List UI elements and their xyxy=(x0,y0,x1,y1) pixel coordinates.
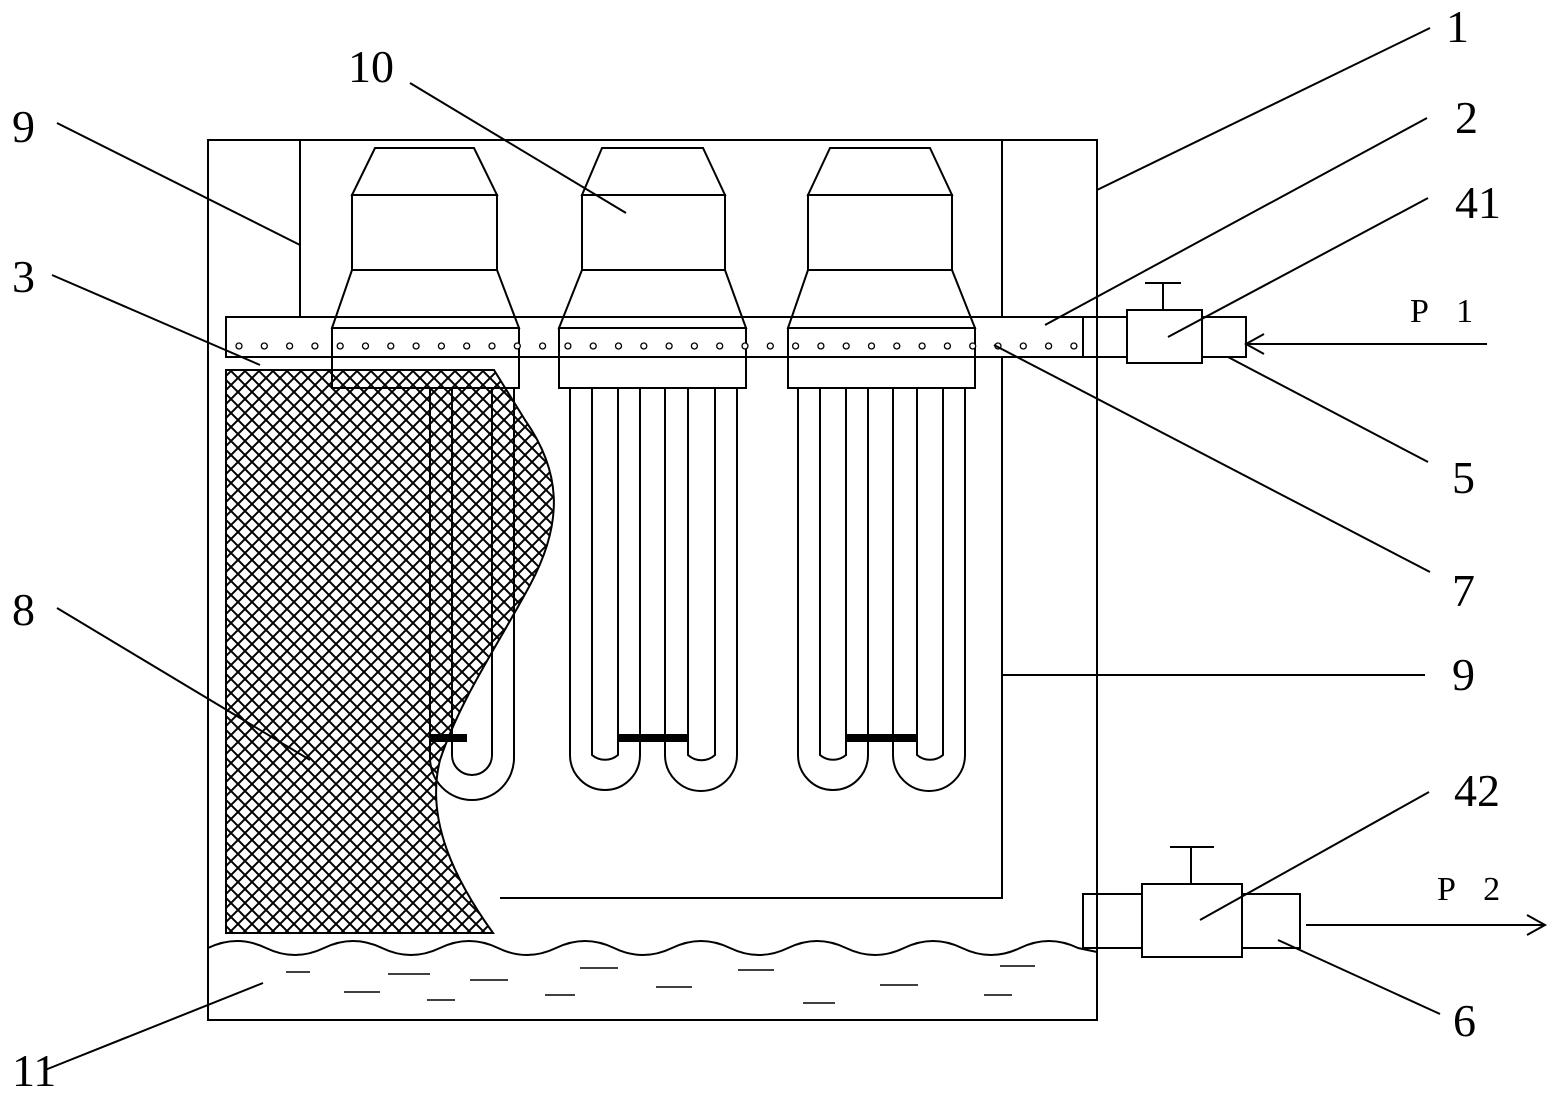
label-p2: P 2 xyxy=(1437,871,1510,908)
pipe-hole xyxy=(791,342,800,350)
label-11: 11 xyxy=(12,1045,56,1096)
pipe-hole xyxy=(918,342,926,350)
pipe-hole xyxy=(969,342,977,350)
pipe-hole xyxy=(943,342,952,350)
lamp-right xyxy=(786,147,977,389)
inlet-arrow xyxy=(1243,333,1487,355)
pipe-hole xyxy=(690,342,699,350)
pipe-hole xyxy=(311,342,319,350)
inner-frame xyxy=(299,140,1003,899)
label-10: 10 xyxy=(348,41,394,92)
outlet-valve xyxy=(1082,846,1301,958)
pipe-hole xyxy=(513,342,521,350)
label-9-right: 9 xyxy=(1452,649,1475,700)
label-8: 8 xyxy=(12,584,35,635)
pipe-hole xyxy=(437,342,446,350)
leader-lines xyxy=(44,27,1441,1071)
label-9-left: 9 xyxy=(12,101,35,152)
pipe-hole xyxy=(387,342,395,350)
pipe-hole xyxy=(488,342,496,350)
pipe-hole xyxy=(589,342,597,350)
pipe-hole xyxy=(361,342,370,350)
lamp-left xyxy=(330,147,521,389)
pipe-hole xyxy=(1044,342,1053,350)
label-6: 6 xyxy=(1453,995,1476,1046)
pipe-hole xyxy=(842,342,850,350)
water-surface xyxy=(207,940,1098,956)
label-42: 42 xyxy=(1454,765,1500,816)
pipe-holes xyxy=(235,342,1078,350)
label-2: 2 xyxy=(1455,92,1478,143)
pipe-hole xyxy=(564,342,572,350)
label-3: 3 xyxy=(12,251,35,302)
outlet-arrow xyxy=(1306,914,1548,936)
filter-mesh xyxy=(225,369,555,934)
pipe-hole xyxy=(285,342,294,350)
pipe-hole xyxy=(665,342,673,350)
pipe-hole xyxy=(463,342,471,350)
pipe-hole xyxy=(1070,342,1078,350)
tubes-middle xyxy=(569,388,738,792)
pipe-hole xyxy=(260,342,268,350)
pipe-hole xyxy=(235,342,243,350)
pipe-hole xyxy=(893,342,901,350)
pipe-hole xyxy=(640,342,648,350)
pipe-hole xyxy=(614,342,623,350)
label-7: 7 xyxy=(1452,565,1475,616)
pipe-hole xyxy=(741,342,749,350)
pipe-hole xyxy=(412,342,420,350)
label-1: 1 xyxy=(1446,1,1469,52)
perforated-pipe xyxy=(225,316,1127,358)
label-p1: P 1 xyxy=(1410,293,1483,330)
pipe-hole xyxy=(817,342,825,350)
housing xyxy=(207,139,1098,1021)
inlet-valve xyxy=(1126,282,1247,364)
tubes-right xyxy=(797,388,966,792)
pipe-hole xyxy=(538,342,547,350)
lamp-middle xyxy=(557,147,748,389)
label-41: 41 xyxy=(1455,177,1501,228)
pipe-hole xyxy=(867,342,876,350)
label-5: 5 xyxy=(1452,452,1475,503)
pipe-hole xyxy=(766,342,774,350)
pipe-hole xyxy=(336,342,344,350)
water-dashes xyxy=(286,965,1035,1004)
pipe-hole xyxy=(1019,342,1027,350)
pipe-hole xyxy=(716,342,724,350)
